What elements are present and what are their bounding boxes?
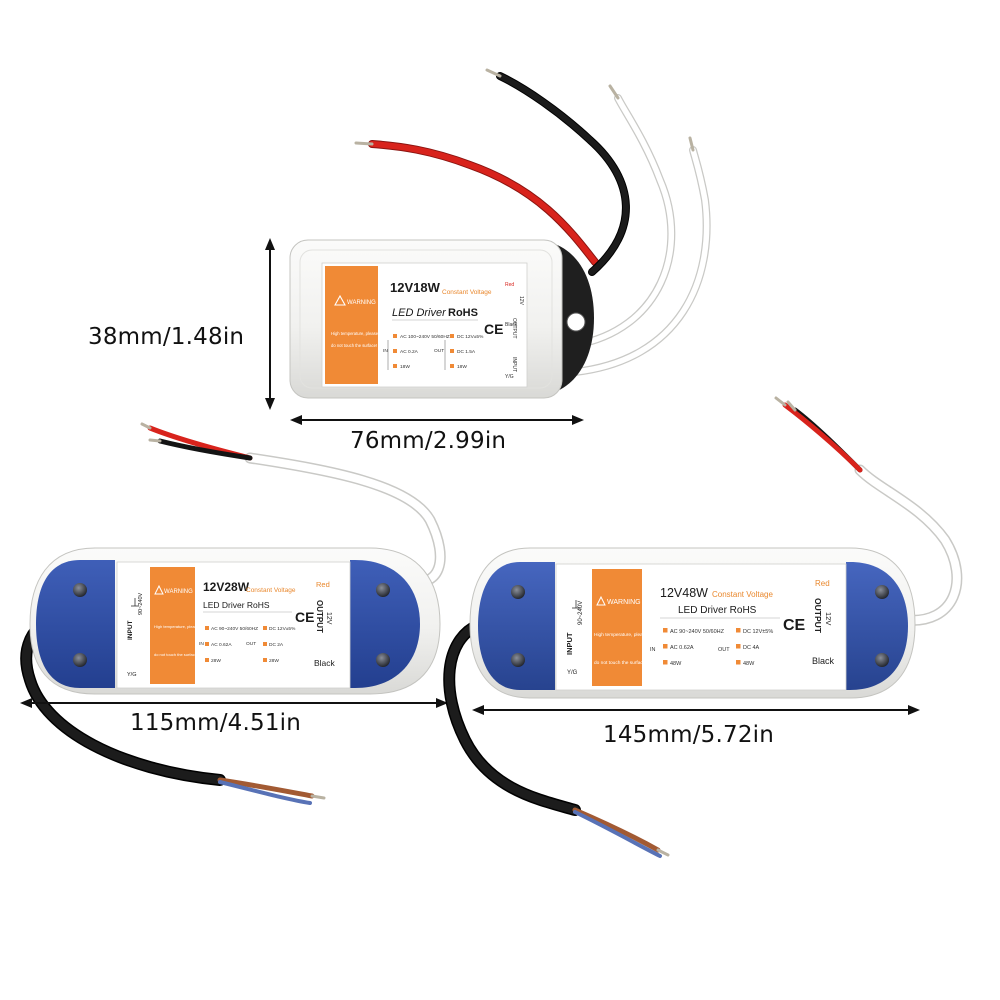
driver-28w-warning-note-1: High temperature, please	[154, 624, 200, 629]
driver-28w-red-label: Red	[316, 580, 330, 589]
ground-symbol-icon	[131, 598, 139, 607]
driver-18w-mount-hole	[566, 312, 586, 332]
driver-48w-specs: IN AC 90~240V 50/60HZ AC 0.62A 48W OUT D…	[650, 628, 773, 667]
driver-18w-black-label: Black	[505, 322, 518, 328]
driver-28w-mode: Constant Voltage	[246, 587, 296, 594]
driver-18w-mode: Constant Voltage	[442, 289, 492, 296]
driver-48w-warning-panel	[592, 569, 642, 686]
driver-18w-output-voltage: 12V	[518, 296, 524, 306]
driver-18w: WARNING High temperature, please do not …	[265, 68, 711, 425]
driver-48w-in-voltage: AC 90~240V 50/60HZ	[670, 629, 725, 635]
driver-48w-warning: WARNING	[607, 599, 641, 606]
width-arrow-28w	[20, 698, 448, 708]
driver-18w-red-label: Red	[505, 282, 514, 288]
driver-18w-wires	[354, 68, 711, 376]
dimension-label-18w-width: 76mm/2.99in	[350, 428, 507, 454]
ce-mark-icon: CE	[783, 617, 806, 634]
dimension-label-48w-width: 145mm/5.72in	[603, 722, 775, 748]
driver-18w-out-power: 18W	[457, 364, 467, 370]
driver-28w-left-cap	[36, 560, 115, 688]
ce-mark-icon: CE	[295, 609, 314, 625]
driver-18w-out-label: OUT	[434, 348, 444, 354]
driver-28w-output-label: OUTPUT	[315, 600, 324, 633]
driver-28w-out-power: 28W	[269, 658, 279, 664]
driver-28w-warning-note-2: do not touch the surface!	[154, 652, 198, 657]
driver-48w-in-label: IN	[650, 647, 656, 653]
driver-48w-model: 12V48W	[660, 586, 708, 600]
driver-28w-model: 12V28W	[203, 580, 250, 594]
width-arrow-18w	[290, 415, 584, 425]
driver-18w-product: LED Driver	[392, 307, 447, 319]
height-arrow-18w	[265, 238, 275, 410]
driver-28w-out-voltage: DC 12V±5%	[269, 626, 296, 632]
driver-28w-warning-panel	[150, 567, 195, 684]
driver-18w-in-current: AC 0.2A	[400, 349, 419, 355]
driver-28w-in-current: AC 0.62A	[211, 642, 232, 648]
driver-28w-input-label: INPUT	[127, 620, 134, 640]
driver-48w: INPUT 90~240V Y/G WARNING High temperatu…	[443, 396, 963, 858]
driver-48w-ground-label: Y/G	[567, 670, 578, 676]
driver-18w-ground-label: Y/G	[505, 374, 514, 380]
driver-18w-out-current: DC 1.5A	[457, 349, 476, 355]
dimension-label-18w-height: 38mm/1.48in	[88, 324, 245, 350]
driver-28w-in-label: IN	[199, 641, 204, 647]
driver-48w-red-label: Red	[815, 579, 830, 588]
driver-28w-black-label: Black	[314, 658, 336, 668]
dimension-label-28w-width: 115mm/4.51in	[130, 710, 302, 736]
driver-18w-input-label: INPUT	[511, 357, 517, 372]
driver-28w-in-power: 28W	[211, 658, 221, 664]
driver-48w-out-label: OUT	[718, 647, 730, 653]
warning-triangle-icon	[596, 595, 606, 606]
driver-48w-mode: Constant Voltage	[712, 590, 773, 599]
driver-18w-in-voltage: AC 100~240V 50/60HZ	[400, 334, 450, 340]
driver-48w-in-current: AC 0.62A	[670, 645, 694, 651]
driver-48w-warning-note-2: do not touch the surface!	[594, 660, 647, 666]
width-arrow-48w	[472, 705, 920, 715]
driver-28w-warning: WARNING	[164, 589, 193, 595]
driver-48w-black-label: Black	[812, 656, 835, 666]
driver-48w-output-voltage: 12V	[824, 612, 833, 625]
driver-18w-warning-panel	[325, 266, 378, 384]
driver-28w-specs: IN AC 90~240V 50/60HZ AC 0.62A 28W OUT D…	[199, 626, 296, 664]
driver-18w-in-label: IN	[383, 348, 388, 354]
driver-28w-out-current: DC 2A	[269, 642, 284, 648]
driver-48w-product: LED Driver RoHS	[678, 605, 757, 616]
driver-18w-in-power: 18W	[400, 364, 410, 370]
screw-icon	[73, 583, 390, 667]
driver-28w-right-cap	[350, 560, 420, 688]
driver-28w: INPUT 90~240V Y/G WARNING High temperatu…	[20, 422, 448, 805]
driver-18w-warning-note-2: do not touch the surface!	[331, 343, 377, 348]
driver-18w-warning: WARNING	[347, 300, 376, 306]
driver-48w-input-range: 90~240V	[578, 601, 584, 625]
driver-28w-product: LED Driver RoHS	[203, 600, 270, 610]
driver-28w-ground-label: Y/G	[127, 672, 136, 678]
driver-48w-output-label: OUTPUT	[813, 598, 823, 634]
driver-28w-output-voltage: 12V	[325, 612, 332, 625]
driver-18w-warning-note-1: High temperature, please	[331, 331, 379, 336]
driver-18w-output-label: OUTPUT	[511, 318, 517, 339]
driver-48w-input-label: INPUT	[565, 632, 574, 655]
driver-48w-warning-note-1: High temperature, please	[594, 632, 648, 638]
driver-48w-out-power: 48W	[743, 661, 755, 667]
driver-48w-wires	[443, 396, 963, 858]
driver-18w-out-voltage: DC 12V±5%	[457, 334, 484, 340]
driver-48w-in-power: 48W	[670, 661, 682, 667]
driver-28w-in-voltage: AC 90~240V 50/60HZ	[211, 626, 258, 632]
driver-48w-left-cap	[478, 562, 555, 690]
driver-48w-right-cap	[846, 562, 908, 690]
warning-triangle-icon	[154, 584, 164, 595]
driver-18w-specs: IN AC 100~240V 50/60HZ AC 0.2A 18W OUT D…	[383, 334, 484, 370]
ground-symbol-icon	[572, 600, 580, 609]
warning-triangle-icon	[334, 294, 346, 306]
driver-48w-out-current: DC 4A	[743, 645, 760, 651]
ce-mark-icon: CE	[484, 321, 503, 337]
driver-48w-out-voltage: DC 12V±5%	[743, 629, 773, 635]
driver-18w-model: 12V18W	[390, 280, 441, 295]
driver-28w-out-label: OUT	[246, 641, 256, 647]
screw-icon	[511, 585, 889, 667]
driver-18w-rohs: RoHS	[448, 307, 478, 319]
driver-28w-input-range: 90~240V	[138, 592, 144, 615]
